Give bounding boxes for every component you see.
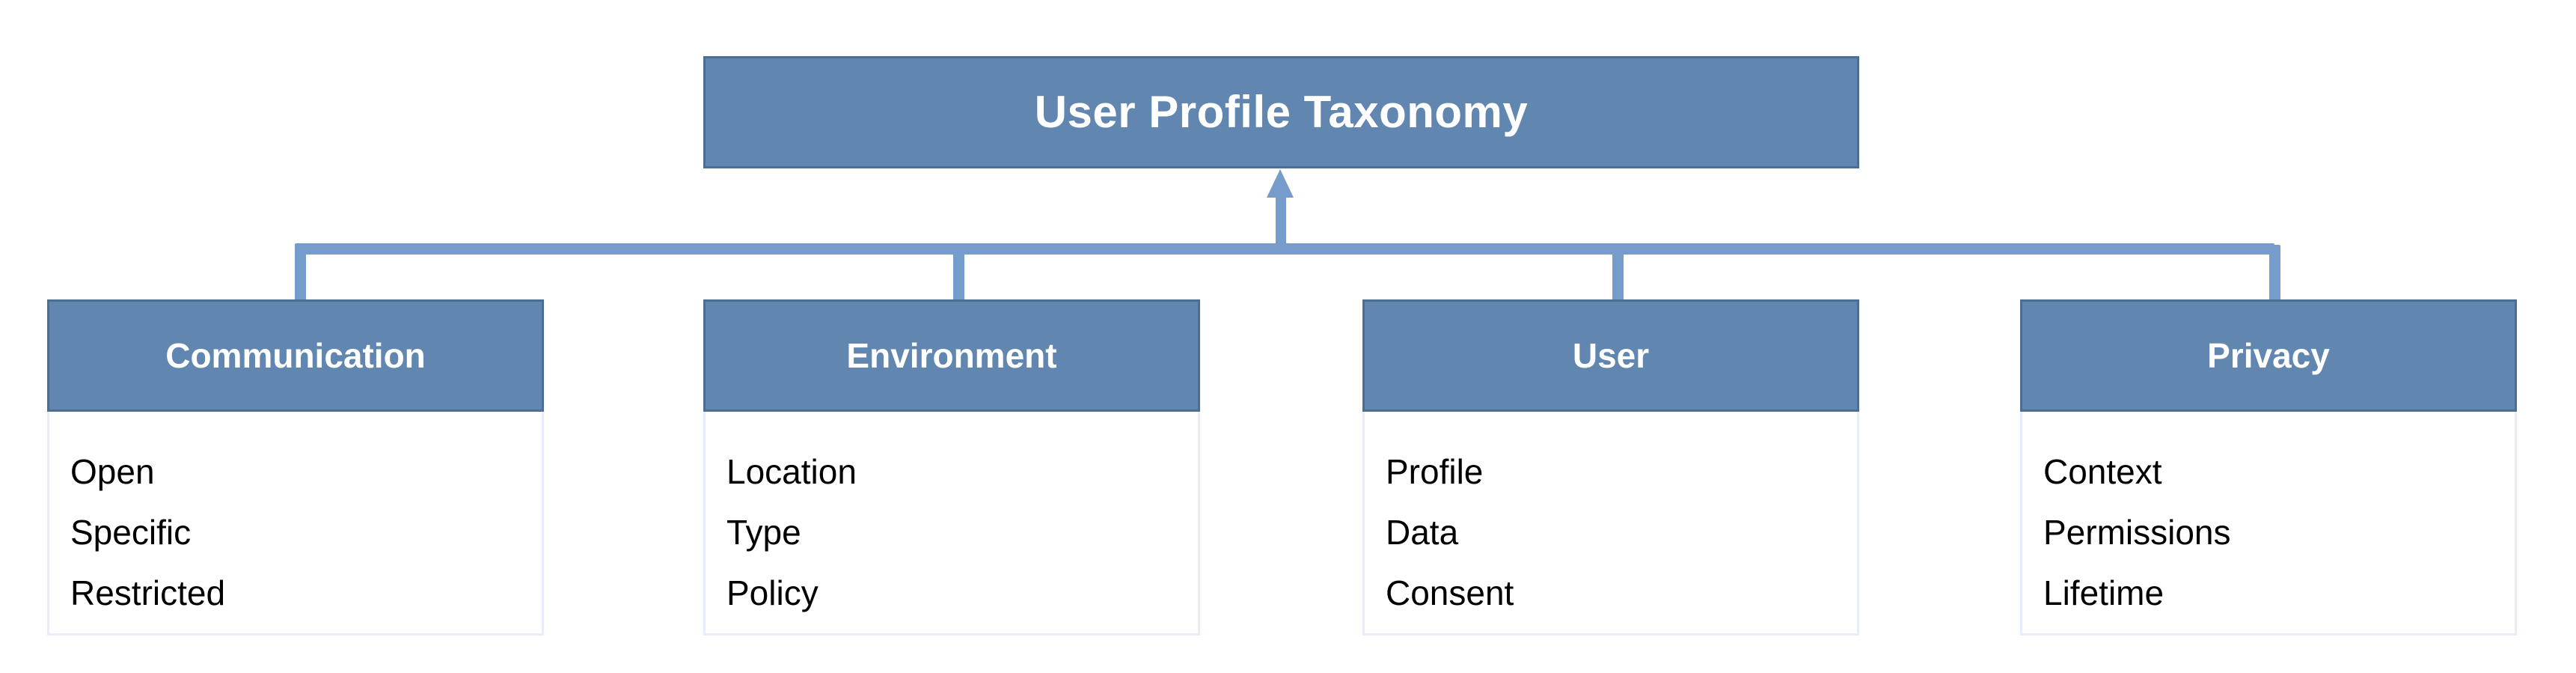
- list-item: Policy: [726, 573, 819, 612]
- list-item: Location: [726, 452, 857, 491]
- root-node-user-profile-taxonomy[interactable]: User Profile Taxonomy: [703, 56, 1859, 168]
- connector-drop-privacy: [2269, 245, 2280, 302]
- branch-header-user[interactable]: User: [1362, 299, 1859, 412]
- list-item: Restricted: [70, 573, 226, 612]
- branch-header-communication[interactable]: Communication: [47, 299, 544, 412]
- branch-node-user[interactable]: User Profile Data Consent: [1362, 299, 1859, 636]
- list-item: Consent: [1386, 573, 1514, 612]
- branch-header-environment[interactable]: Environment: [703, 299, 1200, 412]
- branch-body-communication: Open Specific Restricted: [47, 412, 544, 636]
- list-item: Permissions: [2043, 513, 2231, 552]
- branch-node-environment[interactable]: Environment Location Type Policy: [703, 299, 1200, 636]
- list-item: Lifetime: [2043, 573, 2164, 612]
- list-item: Profile: [1386, 452, 1484, 491]
- connector-arrow-stem: [1276, 196, 1286, 250]
- connector-drop-user: [1612, 245, 1624, 302]
- connector-drop-environment: [953, 245, 964, 302]
- branch-body-user: Profile Data Consent: [1362, 412, 1859, 636]
- list-item: Open: [70, 452, 155, 491]
- branch-node-privacy[interactable]: Privacy Context Permissions Lifetime: [2020, 299, 2517, 636]
- list-item: Specific: [70, 513, 192, 552]
- branch-label-environment: Environment: [846, 336, 1057, 375]
- list-item: Type: [726, 513, 801, 552]
- arrow-up-icon: [1267, 169, 1294, 198]
- branch-header-privacy[interactable]: Privacy: [2020, 299, 2517, 412]
- branch-label-communication: Communication: [165, 336, 426, 375]
- branch-label-privacy: Privacy: [2207, 336, 2330, 375]
- branch-body-privacy: Context Permissions Lifetime: [2020, 412, 2517, 636]
- root-node-label: User Profile Taxonomy: [1034, 87, 1529, 137]
- branch-node-communication[interactable]: Communication Open Specific Restricted: [47, 299, 544, 636]
- connector-drop-communication: [295, 245, 306, 302]
- list-item: Context: [2043, 452, 2162, 491]
- branch-body-environment: Location Type Policy: [703, 412, 1200, 636]
- list-item: Data: [1386, 513, 1459, 552]
- branch-label-user: User: [1572, 336, 1650, 375]
- connector-horizontal-bus: [295, 243, 2274, 255]
